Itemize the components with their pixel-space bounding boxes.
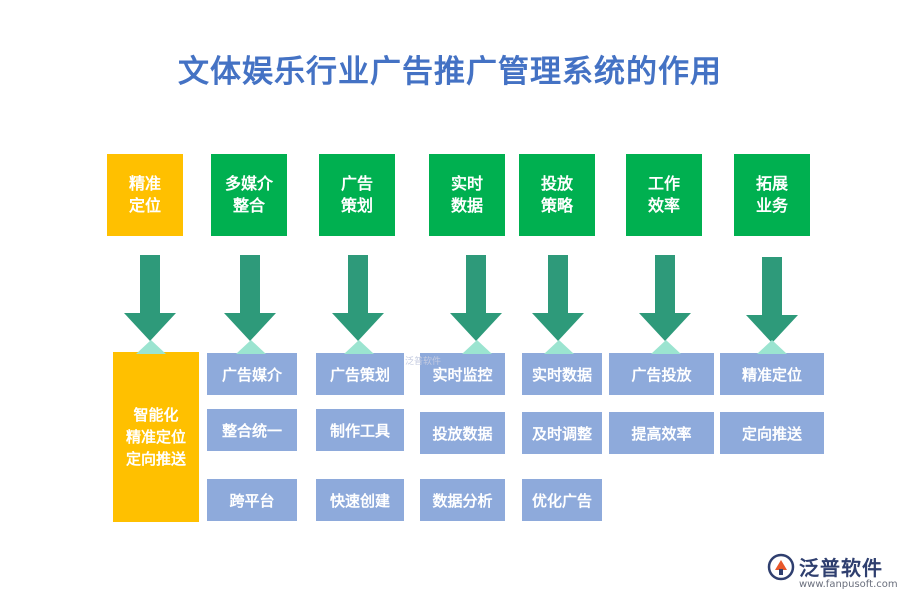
down-arrow	[639, 255, 691, 345]
watermark: 泛普软件	[405, 357, 442, 367]
head-box-precise-targeting: 精准 定位	[107, 154, 183, 236]
sub-box: 定向推送	[720, 412, 824, 454]
down-arrow	[532, 255, 584, 345]
arrow-cap	[651, 340, 681, 354]
arrow-cap	[136, 340, 166, 354]
diagram-title: 文体娱乐行业广告推广管理系统的作用	[178, 54, 722, 90]
arrow-cap	[344, 340, 374, 354]
sub-box: 广告策划	[316, 353, 404, 395]
sub-box: 数据分析	[420, 479, 505, 521]
sub-box: 广告投放	[609, 353, 714, 395]
sub-box: 整合统一	[207, 409, 297, 451]
head-box-multimedia: 多媒介 整合	[211, 154, 287, 236]
sub-box: 跨平台	[207, 479, 297, 521]
sub-box: 快速创建	[316, 479, 404, 521]
sub-box: 精准定位	[720, 353, 824, 395]
down-arrow	[124, 255, 176, 345]
arrow-cap	[757, 340, 787, 354]
logo-name: 泛普软件	[799, 556, 883, 580]
sub-box: 制作工具	[316, 409, 404, 451]
head-box-ad-planning: 广告 策划	[319, 154, 395, 236]
arrow-cap	[236, 340, 266, 354]
down-arrow	[332, 255, 384, 345]
sub-box: 实时数据	[522, 353, 602, 395]
sub-box: 及时调整	[522, 412, 602, 454]
sub-box: 投放数据	[420, 412, 505, 454]
sub-box: 提高效率	[609, 412, 714, 454]
head-box-work-efficiency: 工作 效率	[626, 154, 702, 236]
down-arrow	[746, 257, 798, 347]
logo-mark-icon	[767, 553, 795, 581]
down-arrow	[450, 255, 502, 345]
head-box-delivery-strategy: 投放 策略	[519, 154, 595, 236]
sub-box: 实时监控	[420, 353, 505, 395]
sub-box: 优化广告	[522, 479, 602, 521]
brand-logo: 泛普软件 www.fanpusoft.com	[766, 552, 898, 592]
arrow-cap	[544, 340, 574, 354]
down-arrow	[224, 255, 276, 345]
arrow-cap	[462, 340, 492, 354]
head-box-realtime-data: 实时 数据	[429, 154, 505, 236]
sub-box: 广告媒介	[207, 353, 297, 395]
head-box-expand-business: 拓展 业务	[734, 154, 810, 236]
big-box-smart-targeting: 智能化 精准定位 定向推送	[113, 352, 199, 522]
logo-url: www.fanpusoft.com	[799, 579, 898, 590]
